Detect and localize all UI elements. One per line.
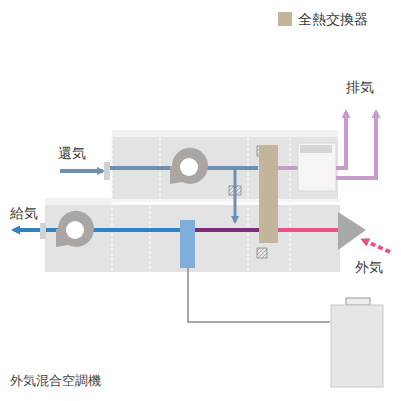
refrigerant-pipe — [188, 268, 330, 322]
flow-label: 還気 — [58, 145, 86, 162]
outdoor-damper — [257, 248, 267, 258]
exhaust-arrow — [336, 112, 346, 168]
flow-label: 外気 — [355, 259, 383, 276]
heat-exchanger — [259, 145, 278, 243]
outdoor-hood — [338, 212, 366, 250]
outdoor-unit — [331, 298, 383, 387]
legend-swatch — [278, 12, 292, 26]
exhaust-arrow — [336, 112, 376, 178]
return-fan — [170, 148, 208, 184]
legend-text: 全熱交換器 — [298, 11, 368, 28]
coil — [180, 220, 195, 268]
inlet-flange — [104, 162, 110, 180]
supply-fan — [56, 211, 94, 247]
exhaust-duct — [278, 166, 300, 170]
outlet-flange — [40, 223, 46, 239]
mixed-air-duct — [190, 228, 260, 232]
outdoor-air-duct — [278, 228, 340, 232]
housing — [45, 130, 340, 272]
caption: 外気混合空調機 — [10, 373, 101, 389]
flow-label: 排気 — [346, 79, 374, 96]
exhaust-fan-box — [298, 143, 336, 191]
return-air-arrow — [60, 169, 103, 173]
flow-label: 給気 — [10, 205, 38, 222]
outdoor-air-arrow — [363, 240, 390, 252]
mixing-damper — [229, 186, 241, 195]
